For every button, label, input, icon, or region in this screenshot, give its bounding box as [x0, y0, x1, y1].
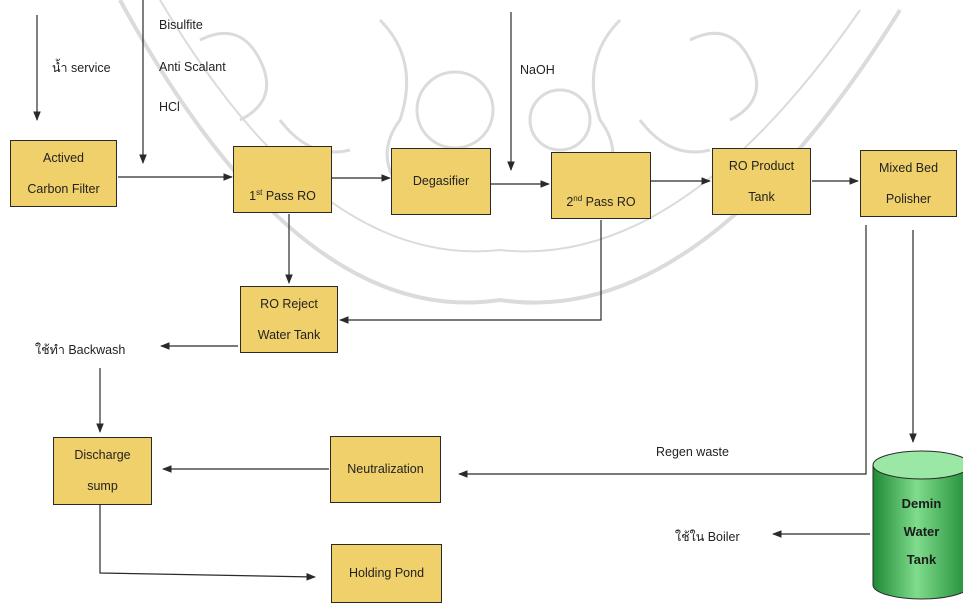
degasifier-label: Degasifier: [412, 174, 470, 188]
neutralization-box: Neutralization: [330, 436, 441, 503]
demin-water-tank: [872, 450, 963, 600]
arrow-regen-waste: [458, 225, 867, 478]
bisulfite-label: Bisulfite: [159, 18, 203, 32]
first-pass-ro-box: 1st Pass RO: [233, 146, 332, 213]
arrow-discharge-to-pond: [99, 505, 316, 581]
holding-pond-box: Holding Pond: [331, 544, 442, 603]
ro-reject-water-tank-label: RO Reject Water Tank: [257, 296, 321, 342]
degasifier-box: Degasifier: [391, 148, 491, 215]
discharge-sump-box: Discharge sump: [53, 437, 152, 505]
anti-scalant-label: Anti Scalant: [159, 60, 226, 74]
ro-reject-water-tank-box: RO Reject Water Tank: [240, 286, 338, 353]
naoh-label: NaOH: [520, 63, 555, 77]
discharge-sump-label: Discharge sump: [74, 448, 131, 493]
service-water-label: น้ำ service: [52, 61, 111, 75]
activated-carbon-filter-label: Actived Carbon Filter: [27, 150, 100, 196]
first-pass-ro-label: 1st Pass RO: [249, 188, 316, 204]
regen-waste-label: Regen waste: [656, 445, 729, 459]
holding-pond-label: Holding Pond: [348, 566, 425, 580]
hcl-label: HCl: [159, 100, 180, 114]
mixed-bed-polisher-label: Mixed Bed Polisher: [878, 160, 939, 206]
demin-water-tank-label: Demin Water Tank: [901, 496, 942, 567]
second-pass-ro-label: 2nd Pass RO: [566, 194, 636, 210]
activated-carbon-filter-box: Actived Carbon Filter: [10, 140, 117, 207]
ro-product-tank-box: RO Product Tank: [712, 148, 811, 215]
ro-product-tank-label: RO Product Tank: [728, 158, 795, 204]
neutralization-label: Neutralization: [347, 462, 424, 476]
mixed-bed-polisher-box: Mixed Bed Polisher: [860, 150, 957, 217]
second-pass-ro-box: 2nd Pass RO: [551, 152, 651, 219]
backwash-label: ใช้ทำ Backwash: [35, 343, 126, 357]
arrow-pass2-to-reject: [339, 220, 602, 324]
boiler-label: ใช้ใน Boiler: [675, 530, 740, 544]
